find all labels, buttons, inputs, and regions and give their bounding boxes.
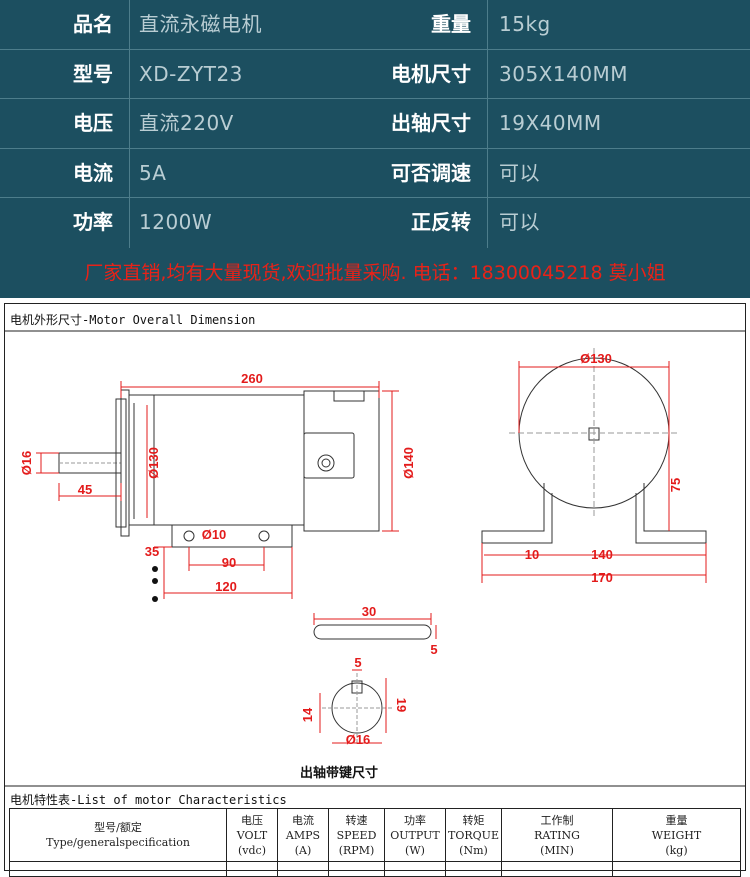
dim-section-key: 5 (354, 655, 361, 670)
front-foot-left (481, 483, 553, 544)
spec-value: 305X140MM (499, 61, 629, 86)
dim-key-thick: 5 (430, 642, 437, 657)
spec-label: 品名 (73, 12, 113, 36)
shaft-section (322, 673, 392, 743)
spec-panel: 品名 直流永磁电机 重量 15kg 型号 XD-ZYT23 电机尺寸 305X140MM 电压 直… (0, 0, 750, 248)
dim-shaft-len: 45 (78, 482, 92, 497)
spec-row: 电压 直流220V 出轴尺寸 19X40MM (0, 99, 750, 149)
column-divider (487, 0, 488, 248)
spec-label: 电压 (73, 111, 113, 136)
mount-foot (171, 524, 293, 548)
column-divider (129, 0, 130, 248)
spec-label: 出轴尺寸 (391, 111, 471, 136)
dim-base: 170 (591, 570, 613, 585)
dim-section-dia: Ø16 (346, 732, 371, 747)
spec-row: 型号 XD-ZYT23 电机尺寸 305X140MM (0, 50, 750, 100)
header-type-en: Type/generalspecification (46, 836, 190, 849)
key-view (313, 624, 432, 640)
dimension-drawing: 260 Ø16 Ø130 Ø140 45 Ø10 35 90 120 Ø130 … (4, 303, 746, 797)
spec-label: 功率 (73, 210, 113, 235)
spec-value: 可以 (499, 210, 540, 235)
spec-value: XD-ZYT23 (139, 61, 243, 86)
spec-row: 电流 5A 可否调速 可以 (0, 149, 750, 199)
side-view (58, 389, 380, 548)
dim-90: 90 (222, 555, 236, 570)
dim-front-dia: Ø130 (580, 351, 612, 366)
spec-label: 电流 (73, 160, 113, 185)
shaft-caption: 出轴带键尺寸 (300, 766, 379, 781)
dim-span: 140 (591, 547, 613, 562)
cable-gland (317, 454, 335, 472)
spec-value: 直流220V (139, 111, 234, 136)
row-divider (0, 98, 750, 100)
row-divider (0, 48, 750, 50)
dim-body-height: Ø140 (401, 447, 416, 479)
row-divider (0, 147, 750, 149)
dim-section-depth: 14 (300, 707, 315, 722)
characteristics-title: 电机特性表-List of motor Characteristics (10, 793, 287, 807)
front-view (481, 348, 707, 544)
dim-foot: 10 (525, 547, 539, 562)
dim-120: 120 (215, 579, 237, 594)
contact-banner: 厂家直销,均有大量现货,欢迎批量采购. 电话：18300045218 莫小姐 (0, 248, 750, 298)
spec-label: 正反转 (411, 210, 471, 235)
spec-value: 5A (139, 160, 167, 185)
dim-35: 35 (145, 544, 159, 559)
spec-label: 重量 (431, 12, 471, 36)
dim-shaft-dia: Ø16 (19, 451, 34, 476)
dim-length: 260 (241, 371, 263, 386)
table-row (9, 861, 741, 877)
spec-value: 1200W (139, 210, 213, 235)
dimension-drawing-frame (4, 303, 746, 871)
spec-label: 型号 (73, 61, 113, 86)
spec-row: 品名 直流永磁电机 重量 15kg (0, 0, 750, 50)
spec-value: 19X40MM (499, 111, 602, 136)
spec-label: 电机尺寸 (391, 61, 471, 86)
row-divider (0, 197, 750, 199)
dim-hole: Ø10 (202, 527, 227, 542)
dim-section-total: 19 (394, 698, 409, 712)
header-type-zh: 型号/额定 (94, 821, 142, 834)
spec-value: 15kg (499, 12, 551, 36)
spec-value: 可以 (499, 160, 540, 185)
dim-body-dia: Ø130 (146, 447, 161, 479)
dim-key-len: 30 (362, 604, 376, 619)
drawing-title: 电机外形尺寸-Motor Overall Dimension (10, 313, 256, 327)
spec-label: 可否调速 (391, 160, 471, 185)
spec-row: 功率 1200W 正反转 可以 (0, 198, 750, 248)
contact-banner-text: 厂家直销,均有大量现货,欢迎批量采购. 电话：18300045218 莫小姐 (84, 262, 666, 284)
spec-value: 直流永磁电机 (139, 12, 262, 36)
header-type-cell: 型号/额定 Type/generalspecification (9, 808, 227, 862)
end-cap (303, 390, 380, 532)
terminal-box (303, 432, 355, 479)
front-foot-right (635, 483, 707, 544)
dim-front-height: 75 (668, 478, 683, 492)
